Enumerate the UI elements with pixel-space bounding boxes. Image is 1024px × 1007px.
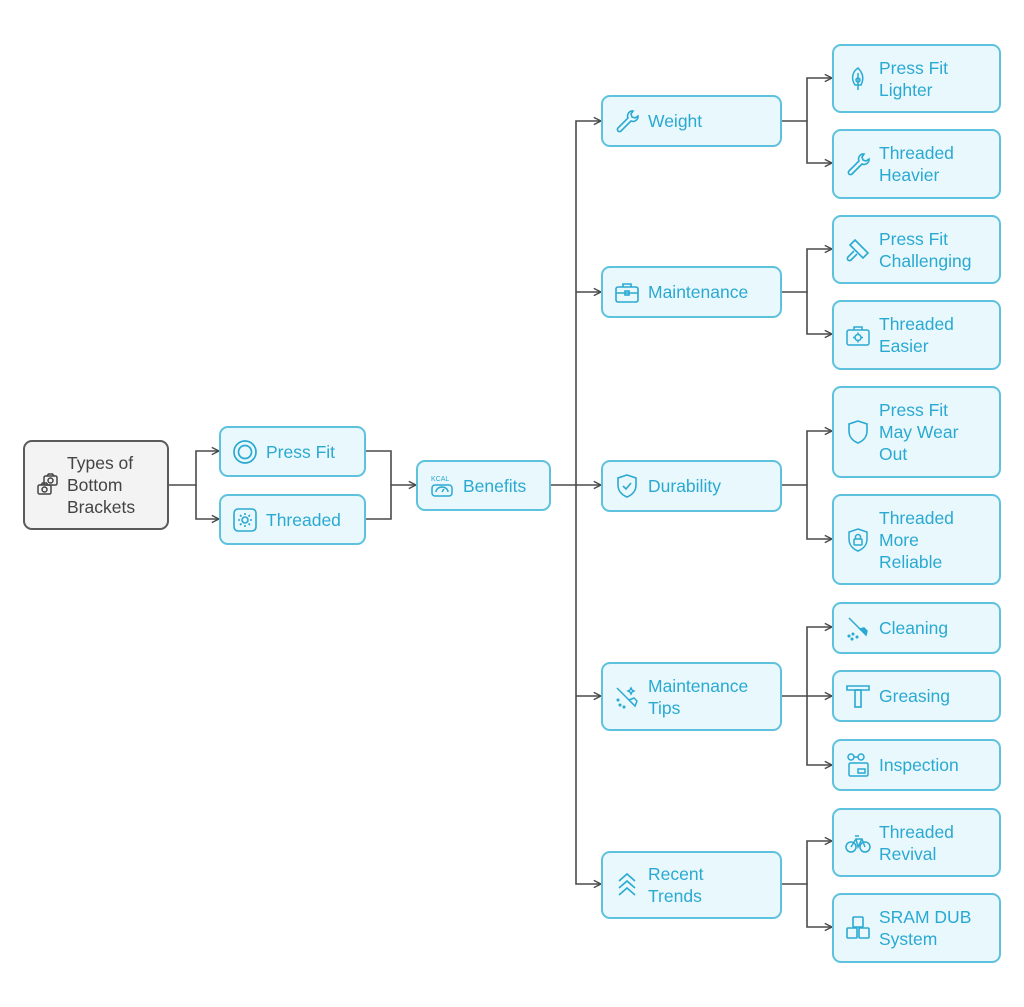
connector-benefits-weight (575, 121, 601, 485)
leaf-label-press-fit-lighter: Press Fit Lighter (879, 57, 949, 100)
benefits-node: KCAL Benefits (416, 460, 551, 511)
root-label: Types of Bottom Brackets (67, 453, 136, 517)
leaf-node-press-fit-challenging: Press Fit Challenging (832, 215, 1001, 284)
leaf-label-greasing: Greasing (879, 686, 951, 706)
category-node-durability: Durability (601, 460, 782, 512)
connector-root-pressfit (168, 451, 219, 486)
leaf-label-press-fit-challenging: Press Fit Challenging (879, 228, 972, 271)
hammer-icon (843, 235, 873, 265)
leaf-label-cleaning: Cleaning (879, 618, 949, 638)
leaf-node-threaded-reliable: Threaded More Reliable (832, 494, 1001, 585)
leaf-label-threaded-revival: Threaded Revival (879, 821, 954, 864)
leaf-label-threaded-easier: Threaded Easier (879, 314, 954, 356)
benefits-label: Benefits (463, 475, 527, 496)
leaf-node-threaded-heavier: Threaded Heavier (832, 129, 1001, 199)
svg-text:KCAL: KCAL (431, 476, 449, 483)
connector-weight-lighter (781, 78, 832, 122)
type-node-press-fit: Press Fit (219, 426, 366, 477)
category-node-weight: Weight (601, 95, 782, 147)
blocks-icon (843, 913, 873, 943)
connector-root-threaded (195, 485, 219, 519)
leaf-node-threaded-revival: Threaded Revival (832, 808, 1001, 877)
connector-benefits-trends (575, 485, 601, 884)
category-label-weight: Weight (648, 111, 703, 131)
cameras-icon (33, 470, 63, 500)
leaf-label-threaded-reliable: Threaded More Reliable (879, 507, 954, 572)
feather-icon (843, 64, 873, 94)
type-label-press-fit: Press Fit (266, 441, 336, 462)
kcal-scale-icon: KCAL (427, 471, 457, 501)
connector-maintenance-challenging (781, 249, 832, 293)
connector-maintenance-easier (806, 292, 832, 334)
grease-tool-icon (843, 681, 873, 711)
leaf-node-greasing: Greasing (832, 670, 1001, 722)
connector-durability-wear (781, 431, 832, 486)
toolbox-icon (612, 277, 642, 307)
leaf-label-inspection: Inspection (879, 755, 959, 775)
chevrons-up-icon (612, 870, 642, 900)
connector-trends-dub (806, 884, 832, 927)
category-node-maintenance: Maintenance (601, 266, 782, 318)
broom-sparkle-icon (612, 682, 642, 712)
leaf-label-sram-dub: SRAM DUB System (879, 907, 972, 949)
connector-pressfit-benefits (365, 450, 416, 485)
gear-icon (230, 505, 260, 535)
category-node-recent-trends: Recent Trends (601, 851, 782, 919)
toolbox-gear-icon (843, 320, 873, 350)
category-label-maintenance: Maintenance (648, 282, 749, 302)
shield-check-icon (612, 471, 642, 501)
root-node: Types of Bottom Brackets (23, 440, 169, 530)
leaf-node-sram-dub: SRAM DUB System (832, 893, 1001, 963)
leaf-label-threaded-heavier: Threaded Heavier (879, 143, 954, 185)
leaf-node-inspection: Inspection (832, 739, 1001, 791)
shield-lock-icon (843, 525, 873, 555)
inspection-gears-icon (843, 750, 873, 780)
connector-weight-heavier (806, 121, 832, 163)
leaf-label-press-fit-wear: Press Fit May Wear Out (879, 400, 959, 464)
wrench-icon (843, 149, 873, 179)
connector-threaded-benefits (365, 485, 392, 520)
category-label-recent-trends: Recent Trends (648, 864, 704, 906)
connector-tips-cleaning (781, 627, 832, 697)
leaf-node-press-fit-wear: Press Fit May Wear Out (832, 386, 1001, 478)
type-label-threaded: Threaded (266, 509, 341, 530)
category-label-maintenance-tips: Maintenance Tips (648, 675, 749, 718)
connector-durability-reliable (806, 485, 832, 539)
connector-trends-revival (781, 841, 832, 885)
connector-tips-inspection (806, 696, 832, 765)
bicycle-icon (843, 828, 873, 858)
shield-icon (843, 417, 873, 447)
leaf-node-cleaning: Cleaning (832, 602, 1001, 654)
wrench-icon (612, 106, 642, 136)
leaf-node-press-fit-lighter: Press Fit Lighter (832, 44, 1001, 113)
type-node-threaded: Threaded (219, 494, 366, 545)
category-node-maintenance-tips: Maintenance Tips (601, 662, 782, 731)
circle-target-icon (230, 437, 260, 467)
leaf-node-threaded-easier: Threaded Easier (832, 300, 1001, 370)
brush-icon (843, 613, 873, 643)
category-label-durability: Durability (648, 476, 721, 496)
